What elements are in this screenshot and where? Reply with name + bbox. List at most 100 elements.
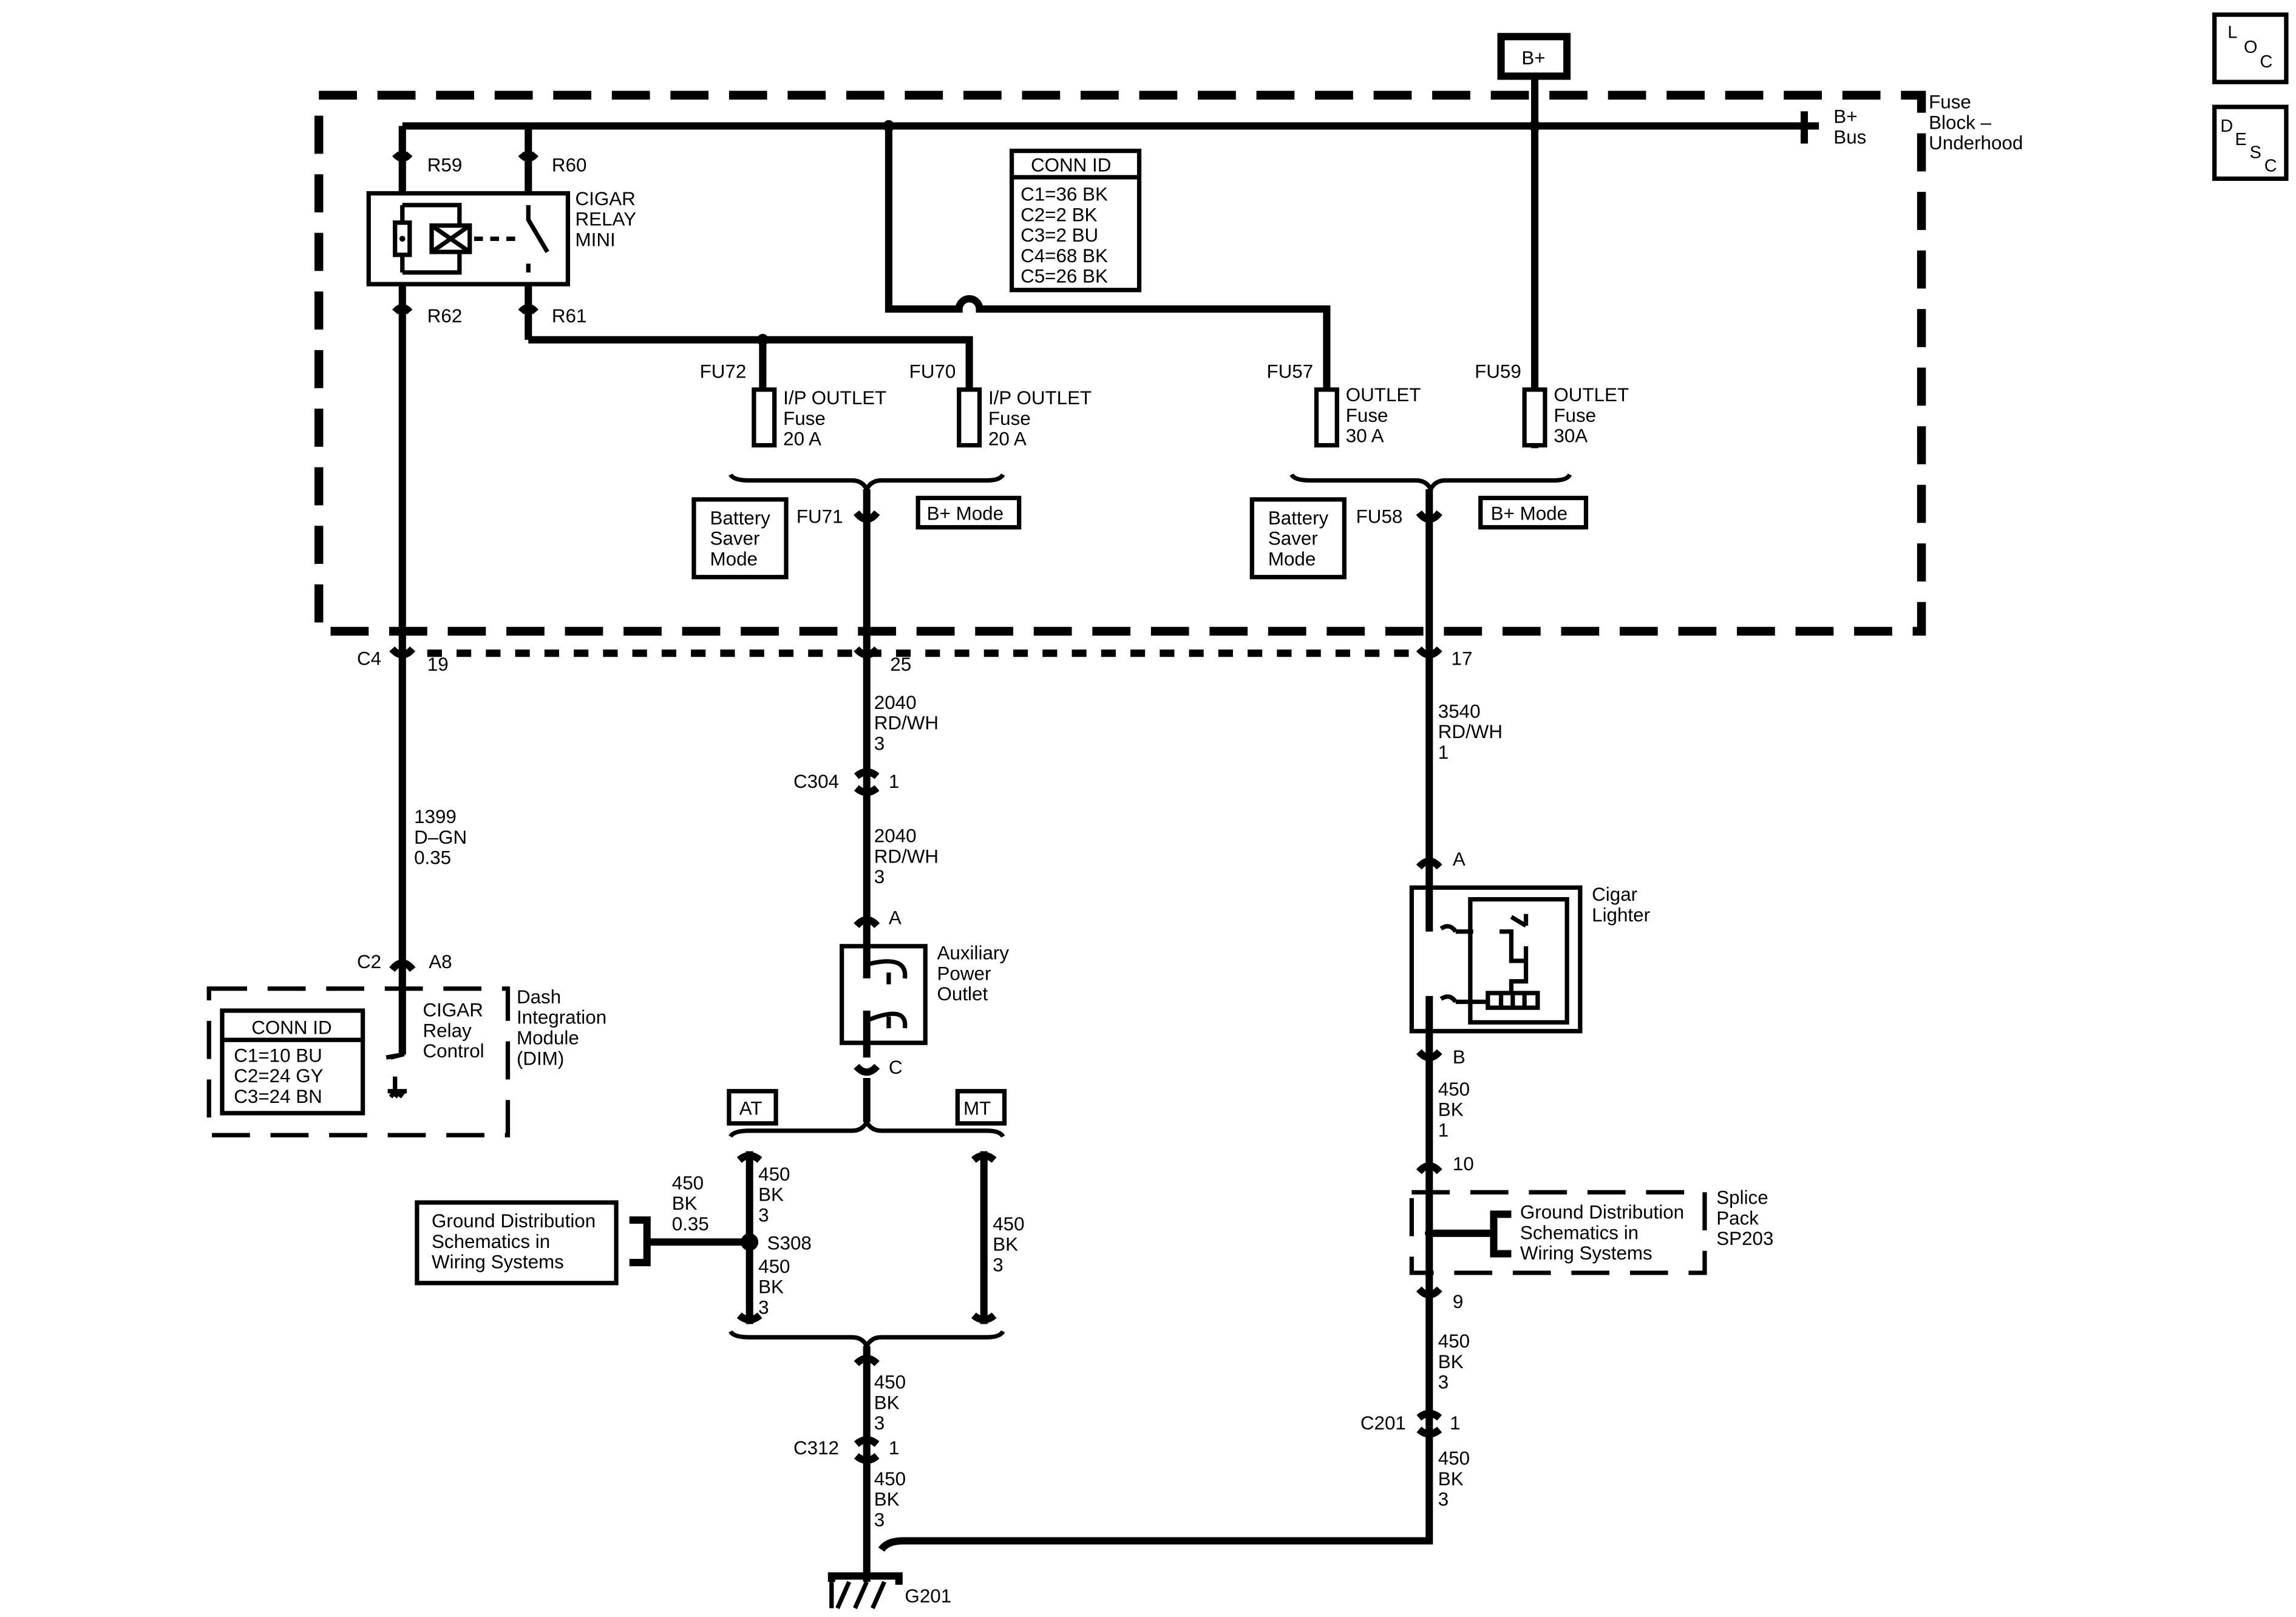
fuse-label-line: Fuse [1346,405,1388,426]
wire-label-line: 3 [758,1204,769,1225]
fuse-fu57[interactable]: FU57 OUTLET Fuse 30 A [1266,361,1421,448]
wire-label-line: BK [874,1489,900,1510]
outlet-label-line: Outlet [937,983,988,1005]
conn-id-row: C1=10 BU [234,1045,322,1066]
c4-label: C4 [357,648,381,670]
ground-ref-bracket [1490,1210,1512,1258]
fuse-brace-left [729,473,1005,495]
wire-label-line: 3 [874,1412,885,1434]
fuse-id: FU72 [700,361,747,382]
dim-control-line: Control [423,1040,484,1062]
mode-line: Mode [710,548,758,569]
bus-label-line: Bus [1833,126,1866,147]
wire-label-line: 450 [672,1172,704,1193]
wire-label-line: BK [1438,1099,1464,1120]
bus-splice-dot [1529,120,1541,132]
wire-label-line: 3 [1438,1372,1449,1393]
right-ground-return-wire [878,1426,1433,1552]
splice-s308-dot [741,1233,759,1251]
wire-label-line: BK [758,1276,784,1298]
wire-label-line: 3540 [1438,700,1481,722]
wire-label-line: 2040 [874,825,917,846]
relay-pin-r61: R61 [552,305,587,327]
mode-line: Mode [1268,548,1316,569]
desc-letter-e: E [2235,130,2246,149]
splice-pack-terminals [1416,1162,1442,1299]
loc-letter-l: L [2227,23,2237,42]
splice-pin: 9 [1453,1291,1463,1312]
battery-saver-mode-right: Battery Saver Mode [1249,497,1347,580]
desc-tag[interactable]: D E S C [2212,104,2289,181]
c304-pin: 1 [889,771,899,792]
wire-label-line: 1 [1438,1120,1449,1141]
relay-pin-r59: R59 [427,154,463,175]
bplus-mode-right: B+ Mode [1478,495,1589,530]
splice-pack-sp203[interactable]: Ground Distribution Schematics in Wiring… [1409,1187,1773,1275]
auxiliary-power-outlet[interactable]: A C Auxiliary Power Outlet [840,907,1010,1078]
dim-control-line: Relay [423,1020,472,1041]
c201-terminal [1416,1409,1442,1438]
mode-line: Battery [710,507,771,529]
lighter-element-icon [1439,914,1529,1005]
wire-label-line: 450 [993,1213,1024,1235]
relay-out-wires [398,284,532,654]
conn-id-row: C5=26 BK [1021,266,1108,287]
fuse-brace-right [1289,473,1572,495]
bplus-mode-label: B+ Mode [927,503,1004,524]
c2-terminal [389,959,416,972]
fuse-fu72[interactable]: FU72 I/P OUTLET Fuse 20 A [700,361,887,450]
c4-pin: 25 [890,654,911,675]
c4-pin: 19 [427,654,449,675]
fuse-block-conn-id-table: CONN ID C1=36 BK C2=2 BK C3=2 BU C4=68 B… [1009,148,1142,293]
mode-line: Battery [1268,507,1329,529]
fuse-block-title-line: Underhood [1929,132,2023,154]
c201-pin: 1 [1450,1412,1460,1434]
loc-tag[interactable]: L O C [2212,12,2289,84]
ground-ref-line: Ground Distribution [1520,1202,1684,1223]
ground-ref-line: Wiring Systems [432,1252,564,1273]
splice-dot [756,334,769,346]
fuse-id: FU70 [909,361,956,382]
fuse-id: FU59 [1475,361,1521,382]
outlet-label-line: Power [937,963,991,984]
bplus-source-label: B+ [1521,47,1545,69]
fuse-fu70[interactable]: FU70 I/P OUTLET Fuse 20 A [909,361,1092,450]
c201-label: C201 [1360,1412,1406,1434]
ground-ref-line: Schematics in [1520,1222,1639,1243]
ground-distribution-ref-left[interactable]: Ground Distribution Schematics in Wiring… [415,1200,619,1286]
at-label: AT [739,1097,763,1119]
outlet-pin-a: A [889,907,902,929]
fuse-label-line: OUTLET [1346,384,1421,405]
conn-id-row: C1=36 BK [1021,184,1108,205]
battery-saver-mode-left: Battery Saver Mode [691,497,789,580]
wire-label-line: D–GN [414,827,467,848]
dim-module-line: (DIM) [517,1048,564,1069]
wire-label-line: BK [874,1392,900,1413]
cigar-relay[interactable]: R59 R60 R62 R61 CIGAR RELAY MINI [366,126,637,654]
wire-label-line: 3 [1438,1489,1449,1510]
splice-pin: 10 [1453,1153,1474,1175]
wire-label-line: 0.35 [414,847,451,869]
relay-feed-wires [398,126,532,194]
dim-module[interactable]: CONN ID C1=10 BU C2=24 GY C3=24 BN CIGAR… [206,986,606,1137]
fuse-block-title-line: Fuse [1929,92,1971,113]
cigar-lighter[interactable]: A B Cigar Lighter [1409,849,1650,1068]
wire-label-line: RD/WH [874,713,939,734]
wire-label-line: RD/WH [874,846,939,867]
wire-label-line: 0.35 [672,1213,709,1235]
wire-label-line: 450 [874,1372,906,1393]
relay-label-line: RELAY [576,209,637,230]
at-mt-brace-top [729,1117,1005,1138]
fuse-fu59[interactable]: FU59 OUTLET Fuse 30A [1475,361,1629,448]
wire-label-line: 1399 [414,806,457,827]
splice-pack-line: SP203 [1716,1228,1773,1249]
c2-label: C2 [357,951,381,972]
wire-label-line: 450 [1438,1331,1470,1352]
c2-pin: A8 [429,951,452,972]
fuse-label-line: Fuse [783,408,826,429]
wire-label-line: 3 [874,1509,885,1530]
fuse-block-title: Fuse Block – Underhood [1929,92,2023,154]
splice-pack-line: Splice [1716,1187,1768,1209]
wire-label-line: 450 [1438,1079,1470,1100]
wire-label-line: BK [758,1184,784,1205]
